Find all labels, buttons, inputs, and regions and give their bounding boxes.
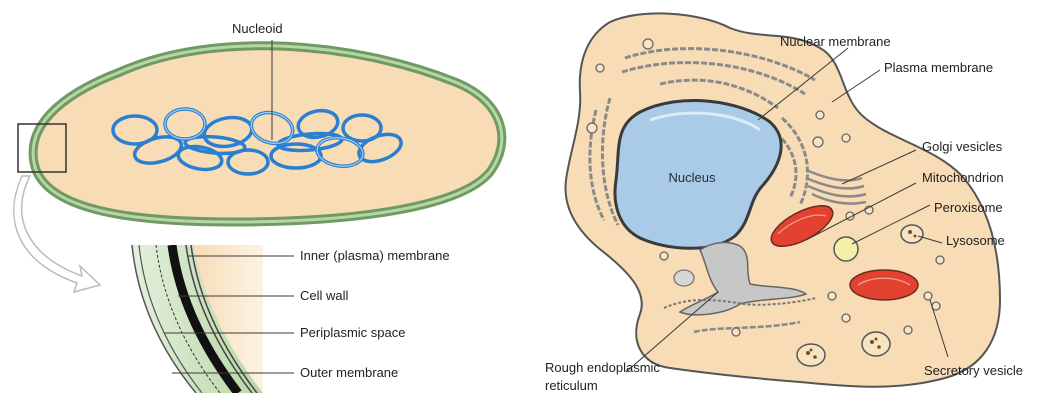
peroxisome bbox=[834, 237, 858, 261]
rough-er-label-line1: Rough endoplasmic bbox=[545, 360, 660, 375]
outer-membrane-label: Outer membrane bbox=[300, 365, 398, 380]
rough-er-label-line2: reticulum bbox=[545, 378, 598, 393]
peroxisome-label: Peroxisome bbox=[934, 200, 1003, 215]
prokaryotic-cell: Nucleoid Inner (plasma) membrane Cell wa… bbox=[14, 21, 502, 393]
mitochondrion-right bbox=[850, 270, 918, 300]
nucleus-label: Nucleus bbox=[669, 170, 716, 185]
eukaryotic-cell: Nucleus bbox=[545, 13, 1023, 393]
nuclear-membrane-label: Nuclear membrane bbox=[780, 34, 891, 49]
gray-vesicle bbox=[674, 270, 694, 286]
mitochondrion-label: Mitochondrion bbox=[922, 170, 1004, 185]
nucleoid-label: Nucleoid bbox=[232, 21, 283, 36]
secretory-vesicle-label: Secretory vesicle bbox=[924, 363, 1023, 378]
inner-membrane-label: Inner (plasma) membrane bbox=[300, 248, 450, 263]
golgi-vesicles-label: Golgi vesicles bbox=[922, 139, 1003, 154]
cell-wall-label: Cell wall bbox=[300, 288, 349, 303]
plasma-membrane-label: Plasma membrane bbox=[884, 60, 993, 75]
lysosome-label: Lysosome bbox=[946, 233, 1005, 248]
periplasmic-space-label: Periplasmic space bbox=[300, 325, 406, 340]
cell-envelope-inset bbox=[132, 245, 300, 393]
